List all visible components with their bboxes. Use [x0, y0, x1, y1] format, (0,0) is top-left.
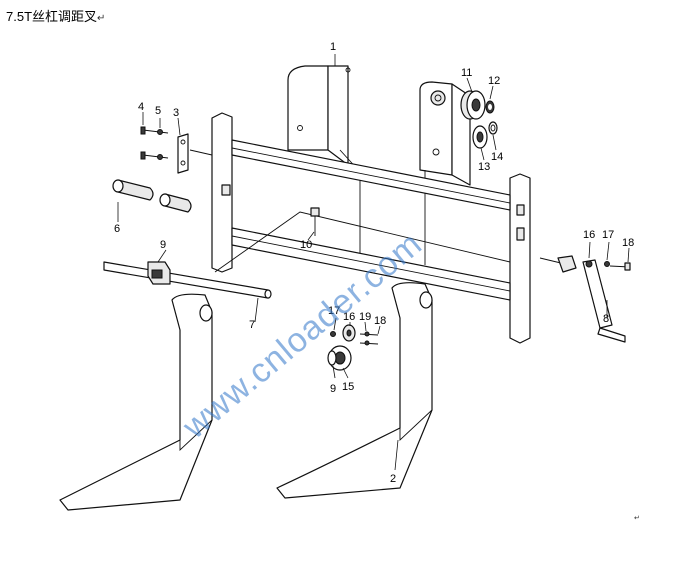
paragraph-mark: ↵ — [97, 13, 106, 24]
part-1-left-carriage-plate — [287, 65, 361, 260]
part-8-crank-handle — [539, 255, 631, 343]
callout-18-middle: 18 — [374, 315, 386, 327]
part-2-right-fork — [276, 282, 433, 499]
callout-4: 4 — [138, 101, 144, 113]
callout-numbers: 1 2 3 4 5 6 7 8 9 9 10 11 12 13 14 15 16… — [114, 41, 634, 485]
carriage-frame — [211, 112, 531, 344]
callout-8: 8 — [603, 313, 609, 325]
middle-roller-group — [327, 324, 379, 371]
part-6-sleeves — [112, 179, 192, 213]
diagram-title: 7.5T丝杠调距叉↵ — [6, 6, 105, 25]
callout-5: 5 — [155, 105, 161, 117]
callout-13: 13 — [478, 161, 490, 173]
part-7-lead-screw — [103, 261, 272, 299]
left-bolts-and-bracket — [140, 126, 213, 174]
part-2-left-fork — [59, 293, 213, 511]
right-carriage-plate — [419, 81, 471, 265]
callout-14: 14 — [491, 151, 503, 163]
callout-10: 10 — [300, 239, 312, 251]
callout-12: 12 — [488, 75, 500, 87]
callout-11: 11 — [461, 67, 472, 79]
callout-19: 19 — [359, 311, 371, 323]
callout-17-right: 17 — [602, 229, 614, 241]
callout-18-right: 18 — [622, 237, 634, 249]
callout-9-upper: 9 — [160, 239, 166, 251]
title-text: 7.5T丝杠调距叉 — [6, 9, 98, 24]
callout-1: 1 — [330, 41, 336, 53]
callout-2: 2 — [390, 473, 396, 485]
callout-7: 7 — [249, 319, 255, 331]
callout-9-lower: 9 — [330, 383, 336, 395]
callout-3: 3 — [173, 107, 179, 119]
bottom-paragraph-mark: ↵ — [634, 515, 640, 522]
callout-17-middle: 17 — [328, 305, 340, 317]
callout-16-right: 16 — [583, 229, 595, 241]
callout-15: 15 — [342, 381, 354, 393]
callout-leaders — [117, 54, 630, 471]
roller-assembly — [460, 90, 498, 149]
callout-16-middle: 16 — [343, 311, 355, 323]
part-10-pin — [310, 207, 320, 236]
callout-6: 6 — [114, 223, 120, 235]
